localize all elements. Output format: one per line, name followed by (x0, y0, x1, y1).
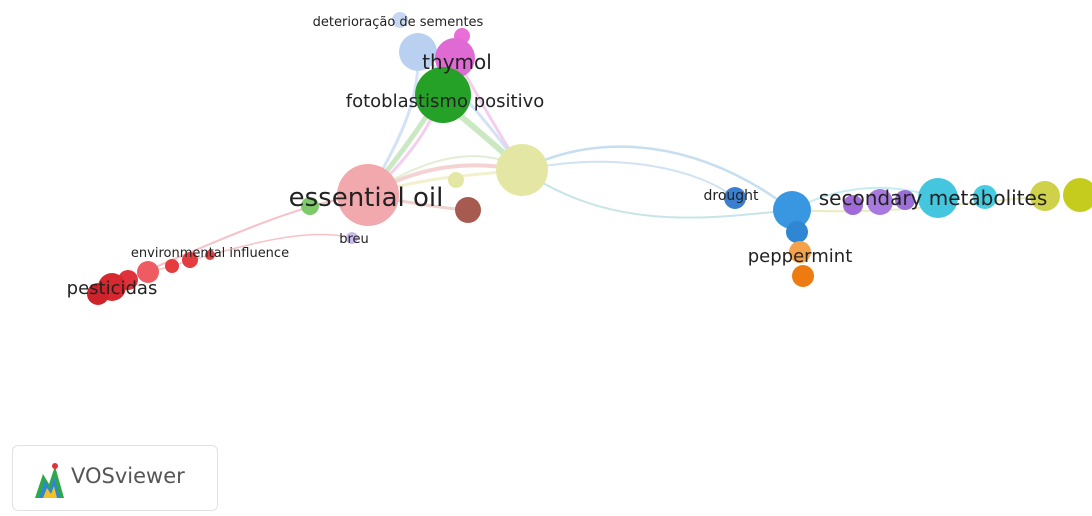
node-cyan-b[interactable] (973, 185, 997, 209)
node-fotoblastismo[interactable] (415, 67, 471, 123)
node-red-b[interactable] (165, 259, 179, 273)
node-red-f[interactable] (205, 250, 215, 260)
node-blue-b[interactable] (786, 221, 808, 243)
label-environmental: environmental influence (131, 246, 289, 261)
label-thymol: thymol (422, 50, 492, 74)
node-deterioracao[interactable] (392, 12, 408, 28)
node-yellow-small[interactable] (448, 172, 464, 188)
node-yellow-a[interactable] (1030, 181, 1060, 211)
label-breu: breu (339, 232, 369, 247)
vosviewer-logo-icon (35, 463, 64, 498)
vosviewer-logo-text: VOSviewer (71, 464, 185, 488)
label-secondary-metabolites: secondary metabolites (819, 186, 1048, 210)
node-orange-b[interactable] (792, 265, 814, 287)
label-essential-oil: essential oil (289, 183, 444, 213)
node-drought[interactable] (724, 187, 746, 209)
label-deterioracao: deterioração de sementes (313, 15, 484, 30)
node-lightblue[interactable] (399, 33, 437, 71)
node-purple-c[interactable] (895, 190, 915, 210)
label-fotoblastismo: fotoblastismo positivo (346, 91, 545, 112)
node-peppermint-hub[interactable] (773, 191, 811, 229)
node-brown[interactable] (455, 197, 481, 223)
node-yellow-b[interactable] (1063, 178, 1092, 212)
node-pesticidas[interactable] (87, 283, 109, 305)
node-red-a[interactable] (182, 252, 198, 268)
node-orange-a[interactable] (789, 241, 811, 263)
node-breu[interactable] (346, 232, 358, 244)
vosviewer-logo-box: VOSviewer (12, 445, 218, 511)
node-essential-oil[interactable] (337, 164, 399, 226)
node-purple-a[interactable] (843, 195, 863, 215)
node-hub[interactable] (496, 144, 548, 196)
network-nodes (87, 12, 1092, 305)
label-pesticidas: pesticidas (67, 278, 158, 299)
node-green-small[interactable] (301, 197, 319, 215)
label-drought: drought (703, 188, 759, 204)
node-purple-b[interactable] (867, 189, 893, 215)
node-red-c[interactable] (137, 261, 159, 283)
network-labels: deterioração de sementes thymol fotoblas… (67, 15, 1048, 299)
node-secondary-metabolites[interactable] (918, 178, 958, 218)
label-peppermint: peppermint (748, 246, 853, 267)
